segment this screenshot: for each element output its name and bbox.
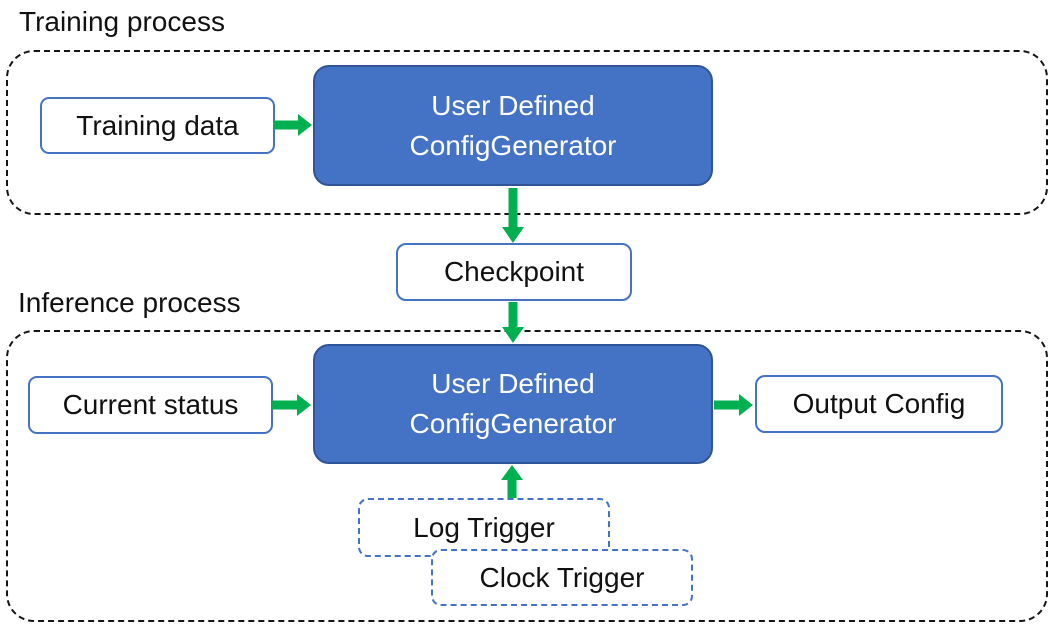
config-generator-box-inference: User Defined ConfigGenerator bbox=[313, 344, 713, 464]
current-status-box: Current status bbox=[28, 376, 273, 434]
config-generator-training-line1: User Defined bbox=[431, 89, 595, 121]
training-process-container bbox=[6, 50, 1048, 215]
arrow-current-status-to-generator bbox=[272, 394, 311, 416]
arrow-generator-to-output-config bbox=[714, 394, 753, 416]
checkpoint-box: Checkpoint bbox=[396, 243, 632, 301]
arrow-generator-to-checkpoint bbox=[502, 188, 524, 243]
arrow-triggers-to-generator bbox=[501, 465, 523, 498]
inference-process-container bbox=[6, 330, 1048, 622]
training-data-box: Training data bbox=[40, 97, 275, 154]
inference-process-label: Inference process bbox=[18, 287, 241, 318]
config-generator-inference-line1: User Defined bbox=[431, 368, 595, 400]
arrow-training-data-to-generator bbox=[273, 114, 312, 136]
config-generator-training-line2: ConfigGenerator bbox=[409, 129, 617, 161]
output-config-box: Output Config bbox=[755, 375, 1003, 433]
config-generator-inference-line2: ConfigGenerator bbox=[409, 408, 617, 439]
clock-trigger-box: Clock Trigger bbox=[431, 549, 693, 606]
config-generator-box-training: User Defined ConfigGenerator bbox=[313, 65, 713, 186]
arrow-checkpoint-to-inference-generator bbox=[502, 302, 524, 343]
log-trigger-box: Log Trigger bbox=[358, 498, 610, 557]
training-process-label: Training process bbox=[19, 6, 225, 37]
